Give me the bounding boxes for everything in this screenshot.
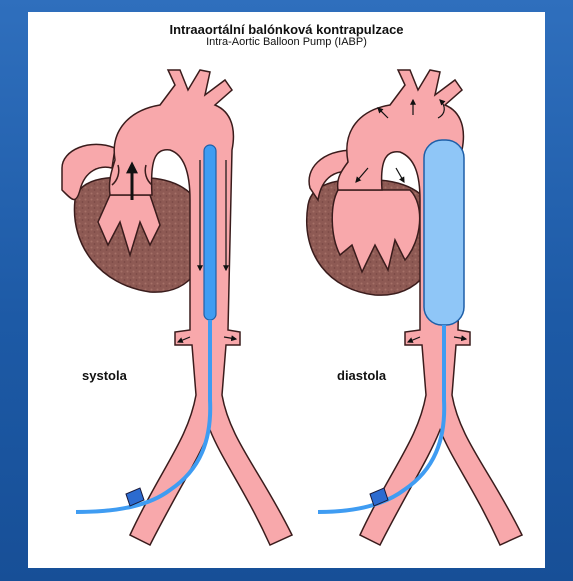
figure-subtitle: Intra-Aortic Balloon Pump (IABP) <box>0 36 573 48</box>
figure-title: Intraaortální balónková kontrapulzace <box>0 22 573 37</box>
aorta-systole <box>109 70 292 545</box>
diastole-label: diastola <box>337 368 386 383</box>
diastole-panel <box>307 70 522 545</box>
deflated-balloon <box>204 145 216 320</box>
systole-panel <box>62 70 292 545</box>
inflated-balloon <box>424 140 464 325</box>
backflow-arrow-right-diastole <box>396 168 404 182</box>
systole-label: systola <box>82 368 127 383</box>
